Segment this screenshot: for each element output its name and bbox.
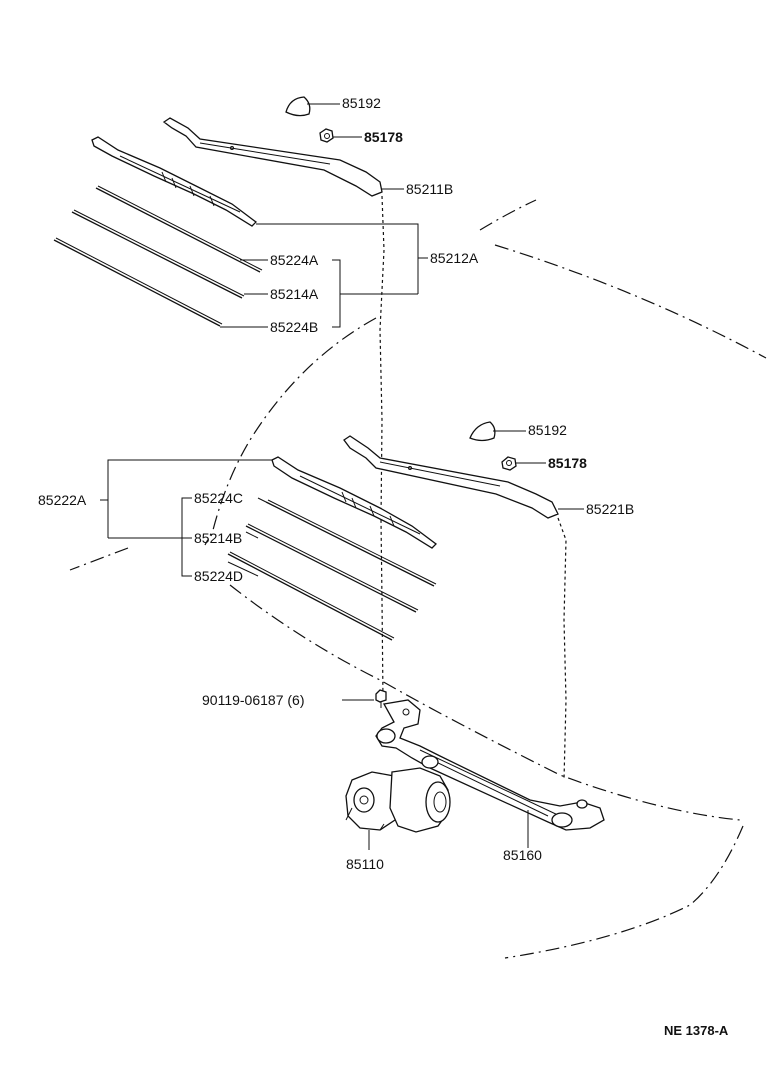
label-85224D: 85224D: [194, 568, 243, 584]
label-85110: 85110: [346, 856, 384, 872]
blade-assy-right-part: [91, 136, 257, 227]
cap-lower-part: [469, 421, 526, 442]
rubber-right-a-part: [95, 185, 268, 273]
label-bolt: 90119-06187 (6): [202, 692, 304, 708]
label-85160: 85160: [503, 847, 542, 863]
arm-right-part: [162, 117, 404, 197]
linkage-part: [375, 699, 605, 848]
label-85224A: 85224A: [270, 252, 319, 268]
bolt-part: [342, 689, 387, 708]
nut-upper-part: [319, 128, 362, 143]
label-85221B: 85221B: [586, 501, 634, 517]
rubber-left-c-part: [265, 499, 437, 587]
dotted-pivot-right: [379, 195, 385, 701]
label-85192-upper: 85192: [342, 95, 381, 111]
insert-left-part: [245, 523, 419, 613]
label-85214A: 85214A: [270, 286, 319, 302]
label-85214B: 85214B: [194, 530, 242, 546]
label-85178-upper: 85178: [364, 129, 403, 145]
arm-left-part: [343, 435, 584, 519]
windshield-outline: [69, 199, 767, 959]
cap-upper-part: [285, 96, 340, 117]
label-85222A: 85222A: [38, 492, 87, 508]
label-85192-lower: 85192: [528, 422, 567, 438]
bracket-left: [100, 459, 272, 577]
nut-lower-part: [501, 456, 546, 471]
label-85178-lower: 85178: [548, 455, 587, 471]
rubber-left-d-part: [227, 551, 395, 641]
rubber-right-b-part: [53, 237, 268, 328]
blade-assy-left-part: [271, 456, 437, 549]
dotted-pivot-left: [557, 517, 567, 781]
insert-right-part: [71, 209, 268, 299]
motor-part: [345, 767, 451, 850]
diagram-code: NE 1378-A: [664, 1023, 729, 1038]
label-85212A: 85212A: [430, 250, 479, 266]
label-85211B: 85211B: [406, 181, 453, 197]
bracket-right: [256, 223, 428, 328]
label-85224B: 85224B: [270, 319, 318, 335]
label-85224C: 85224C: [194, 490, 243, 506]
